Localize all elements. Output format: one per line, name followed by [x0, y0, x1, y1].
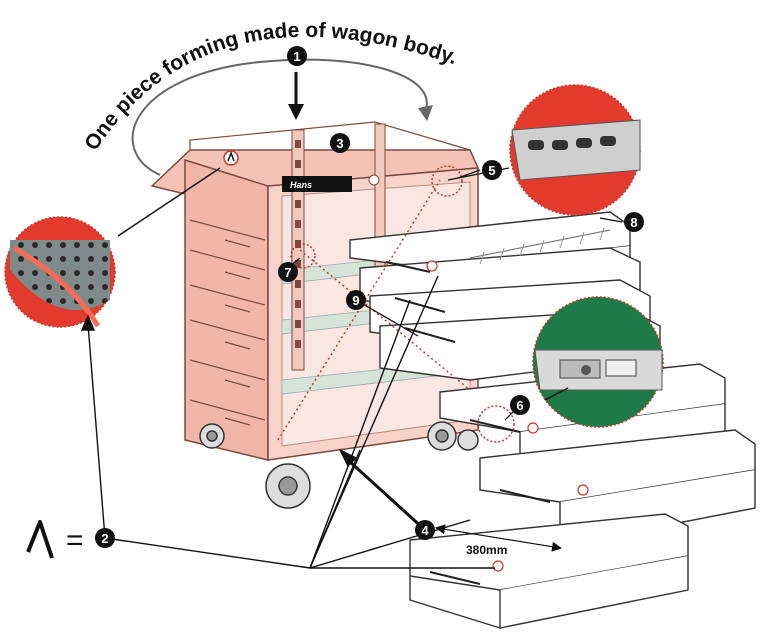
dotted-guides: [277, 179, 471, 441]
callout-3: 3: [330, 133, 350, 153]
svg-text:6: 6: [516, 398, 523, 413]
safety-mark-icon: [26, 520, 54, 559]
svg-text:9: 9: [352, 293, 359, 308]
safety-logo-icon: [223, 150, 239, 166]
svg-text:7: 7: [284, 265, 291, 280]
svg-text:1: 1: [293, 49, 300, 64]
legend: =: [26, 520, 84, 559]
callout-4: 4: [415, 520, 435, 540]
callout-1: 1: [287, 46, 307, 66]
legend-equals: =: [66, 524, 84, 557]
down-arrow-icon: [288, 72, 304, 120]
dimension-380mm: 380mm: [435, 524, 562, 557]
callout-7: 7: [278, 262, 298, 282]
callout-8: 8: [624, 212, 644, 232]
arc-arrow-icon: [131, 58, 433, 176]
callout-6: 6: [510, 395, 530, 415]
svg-text:8: 8: [630, 215, 637, 230]
drawer-safety-logos: [426, 260, 589, 572]
zoom-green-slide: [532, 296, 664, 428]
zoom-rail-red: [509, 84, 641, 216]
svg-text:5: 5: [488, 163, 495, 178]
highlight-circles: [290, 165, 515, 443]
svg-text:2: 2: [101, 531, 108, 546]
callout-9: 9: [346, 290, 366, 310]
callout-badges: 1 2 3 4 5 6 7 8 9: [95, 46, 644, 548]
zoom-perforated-panel: [4, 216, 116, 328]
leader-perforated: [117, 167, 221, 237]
svg-text:3: 3: [336, 136, 343, 151]
callout-5: 5: [482, 160, 502, 180]
callout-2: 2: [95, 528, 115, 548]
casters: [199, 421, 479, 509]
dimension-label: 380mm: [466, 543, 507, 557]
title-arc-text: One piece forming made of wagon body.: [80, 19, 460, 155]
svg-text:4: 4: [421, 523, 429, 538]
drawer-slides: [385, 261, 551, 585]
pointer-arrows: [80, 275, 495, 569]
drawer-tray-8: [469, 227, 611, 265]
brand-label: Hans: [290, 180, 312, 190]
